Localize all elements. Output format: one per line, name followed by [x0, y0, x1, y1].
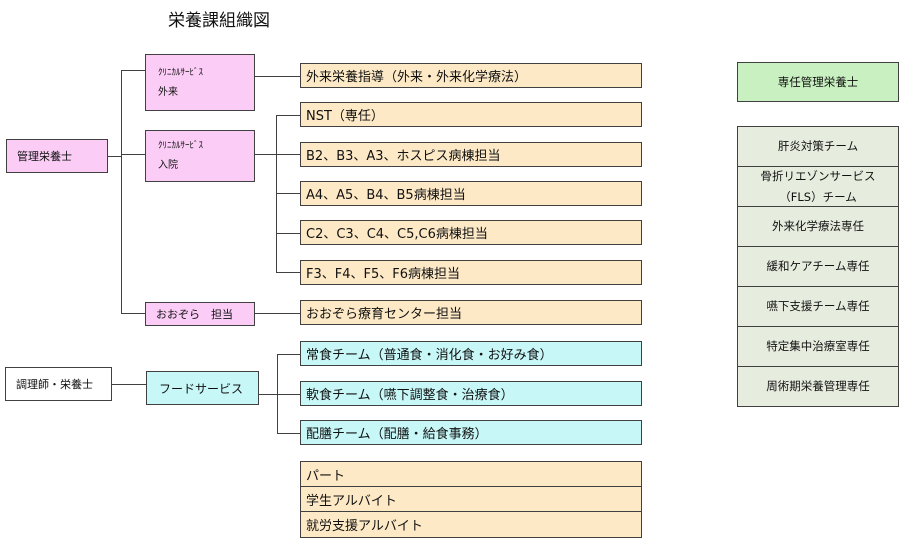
dietitian-manager-box: 管理栄養士	[6, 139, 108, 173]
dedicated-dietitian-box: 専任管理栄養士	[737, 62, 899, 102]
team-swallow: 嚥下支援チーム専任	[737, 286, 899, 327]
team-icu: 特定集中治療室専任	[737, 326, 899, 367]
team-liver: 肝炎対策チーム	[737, 126, 899, 167]
food-task-box: 常食チーム（普通食・消化食・お好み食）	[300, 341, 642, 366]
staff-box: 就労支援アルバイト	[300, 511, 642, 538]
team-chemo: 外来化学療法専任	[737, 206, 899, 247]
task-box: A4、A5、B4、B5病棟担当	[300, 181, 642, 206]
staff-box: 学生アルバイト	[300, 486, 642, 512]
task-box: 外来栄養指導（外来・外来化学療法）	[300, 63, 642, 88]
task-box: C2、C3、C4、C5,C6病棟担当	[300, 220, 642, 245]
cook-dietitian-box: 調理師・栄養士	[5, 367, 112, 401]
page-title: 栄養課組織図	[168, 11, 270, 31]
clinical-outpatient-box: ｸﾘﾆｶﾙｻｰﾋﾞｽ 外来	[145, 54, 255, 111]
food-task-box: 軟食チーム（嚥下調整食・治療食）	[300, 381, 642, 406]
task-box: F3、F4、F5、F6病棟担当	[300, 260, 642, 285]
team-fls: 骨折リエゾンサービス （FLS）チーム	[737, 166, 899, 207]
staff-box: パート	[300, 461, 642, 487]
team-periop: 周術期栄養管理専任	[737, 366, 899, 407]
food-task-box: 配膳チーム（配膳・給食事務）	[300, 420, 642, 445]
oozora-box: おおぞら 担当	[145, 302, 255, 326]
task-box: NST（専任）	[300, 102, 642, 127]
team-palliative: 緩和ケアチーム専任	[737, 246, 899, 287]
food-service-box: フードサービス	[146, 371, 259, 405]
task-box: おおぞら療育センター担当	[300, 300, 642, 325]
task-box: B2、B3、A3、ホスピス病棟担当	[300, 142, 642, 167]
clinical-inpatient-box: ｸﾘﾆｶﾙｻｰﾋﾞｽ 入院	[145, 130, 255, 182]
